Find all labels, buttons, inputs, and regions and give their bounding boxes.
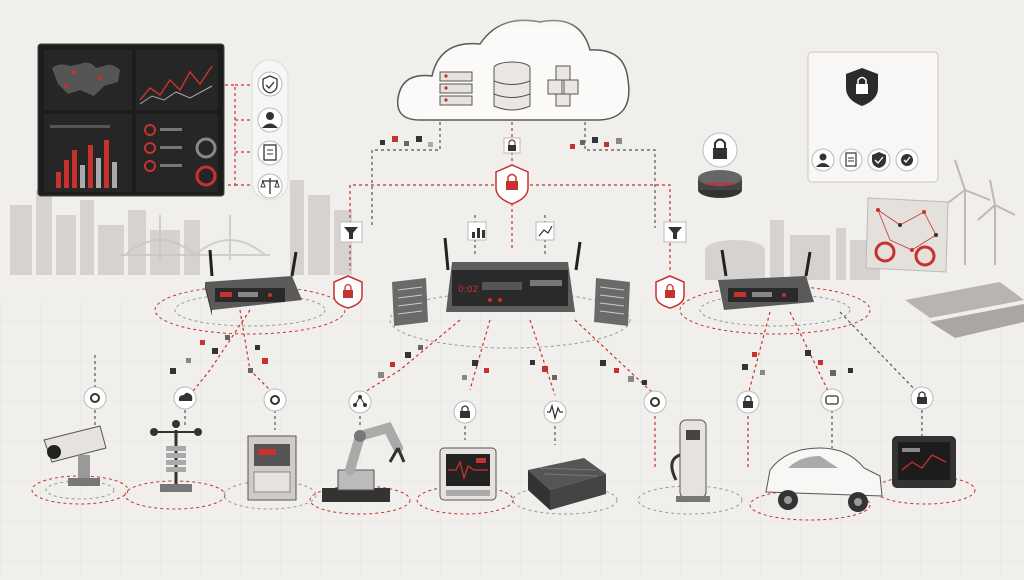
solar-panels xyxy=(905,282,1024,338)
waveform-icon xyxy=(543,400,567,424)
gear-check-icon xyxy=(895,148,919,172)
server-rack-right xyxy=(594,278,630,326)
analytics-dashboard xyxy=(37,43,225,197)
cctv-camera xyxy=(43,425,107,486)
database-icon xyxy=(493,61,531,111)
patient-monitor xyxy=(439,447,497,501)
rugged-tablet xyxy=(892,436,956,488)
gear-icon xyxy=(83,386,107,410)
robot-arm xyxy=(322,422,406,502)
storage-blocks-icon xyxy=(547,65,579,107)
weather-station xyxy=(150,420,202,492)
clipboard-icon xyxy=(257,140,283,166)
gear-icon xyxy=(263,388,287,412)
data-packets xyxy=(170,136,853,385)
car-chip-icon xyxy=(820,388,844,412)
device-badges xyxy=(83,386,934,424)
edge-compute-box xyxy=(528,458,606,510)
gear-icon xyxy=(643,390,667,414)
scales-icon xyxy=(257,173,283,199)
nodes-icon xyxy=(348,390,372,414)
cloud-storage xyxy=(396,19,630,121)
industrial-skyline xyxy=(705,220,880,280)
document-icon xyxy=(839,148,863,172)
gateway-display: 0:02 xyxy=(458,285,478,295)
shield-check-icon xyxy=(867,148,891,172)
small-lock-icon xyxy=(503,137,521,154)
lock-icon xyxy=(910,386,934,410)
ev-charger xyxy=(670,419,710,502)
cloud-icon xyxy=(173,386,197,410)
access-policy-panel xyxy=(807,51,939,183)
user-icon xyxy=(811,148,835,172)
lock-icon xyxy=(713,138,727,159)
lock-icon xyxy=(453,400,477,424)
edge-gateway-right xyxy=(718,249,814,310)
edge-gateway-center: 0:02 xyxy=(443,237,582,312)
shield-check-icon xyxy=(257,71,283,97)
server-rack-left xyxy=(392,278,428,326)
lock-icon xyxy=(736,390,760,414)
user-icon xyxy=(257,107,283,133)
hardware-security-module xyxy=(698,132,742,198)
edge-gateway-left xyxy=(205,249,302,316)
meter-cabinet xyxy=(247,435,297,501)
governance-icons xyxy=(251,59,289,201)
shield-lock-icon xyxy=(846,68,878,106)
central-firewall-icon xyxy=(495,164,529,205)
filter-icon xyxy=(339,221,363,243)
bridge xyxy=(120,215,270,260)
network-map-panel xyxy=(865,197,949,273)
trend-chip xyxy=(535,221,555,241)
lock-shield-icon xyxy=(333,275,363,309)
connected-car xyxy=(765,447,883,512)
lock-shield-icon xyxy=(655,275,685,309)
filter-icon xyxy=(663,221,687,243)
chart-chip xyxy=(467,221,487,241)
server-rack-icon xyxy=(439,71,473,106)
city-skyline xyxy=(10,180,352,275)
